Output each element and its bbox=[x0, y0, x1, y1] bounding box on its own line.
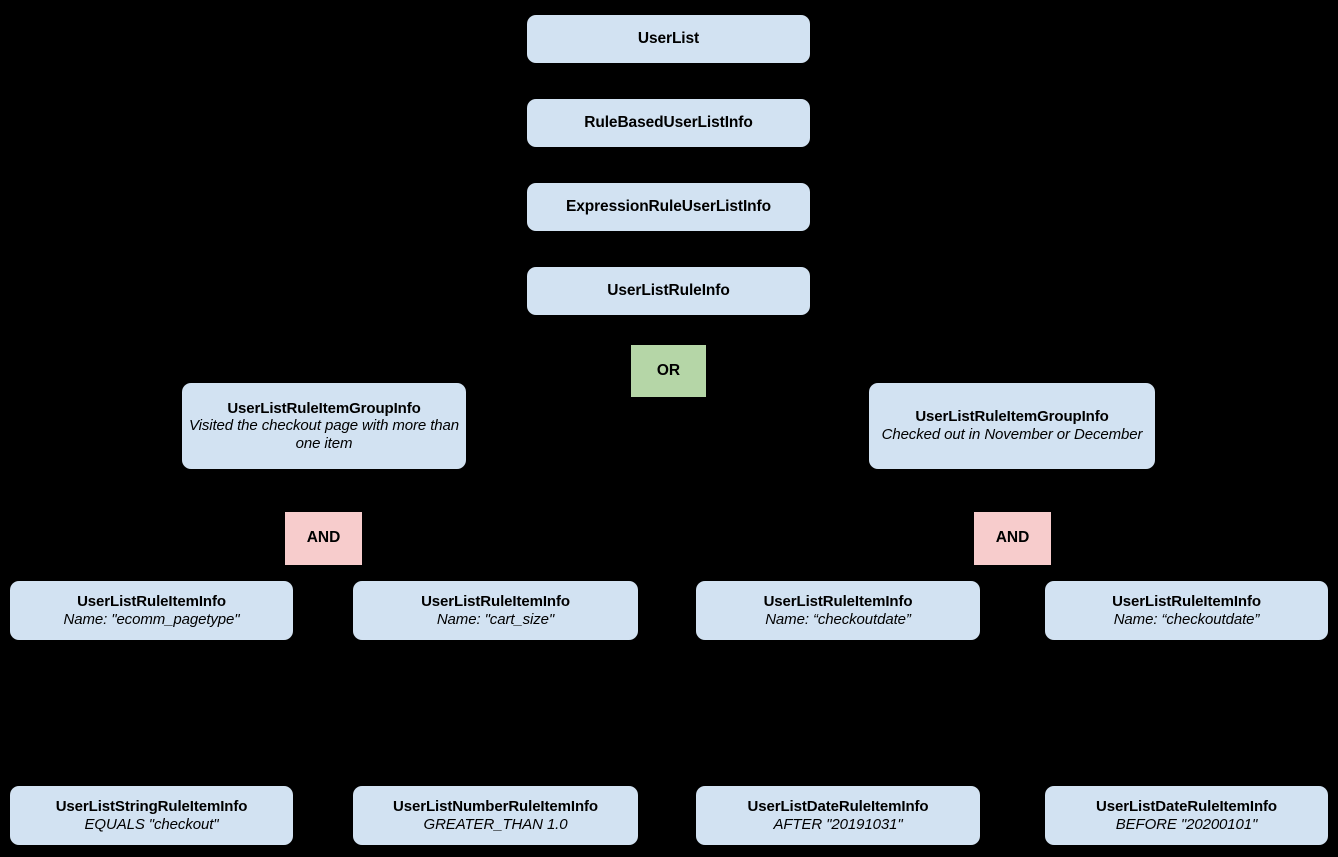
edge-item1-to-value1 bbox=[150, 640, 153, 786]
edge-root-to-level2 bbox=[667, 63, 670, 99]
node-rule-value-4[interactable]: UserListDateRuleItemInfo BEFORE "2020010… bbox=[1045, 786, 1328, 845]
node-group-left[interactable]: UserListRuleItemGroupInfo Visited the ch… bbox=[182, 383, 466, 469]
node-subtitle: EQUALS "checkout" bbox=[84, 815, 219, 833]
node-rulebaseduserlistinfo[interactable]: RuleBasedUserListInfo bbox=[527, 99, 810, 147]
node-rule-item-2[interactable]: UserListRuleItemInfo Name: "cart_size" bbox=[353, 581, 638, 640]
edge-group-right-to-and bbox=[1010, 469, 1013, 512]
edge-level4-to-or bbox=[667, 315, 670, 345]
edge-and-right-horizontal bbox=[837, 573, 1185, 576]
node-title: UserListRuleItemGroupInfo bbox=[227, 399, 421, 417]
node-title: UserListRuleItemInfo bbox=[77, 592, 226, 610]
node-and-right[interactable]: AND bbox=[974, 512, 1051, 565]
node-or-operator[interactable]: OR bbox=[631, 345, 706, 397]
node-subtitle: Visited the checkout page with more than… bbox=[188, 417, 460, 452]
node-group-right[interactable]: UserListRuleItemGroupInfo Checked out in… bbox=[869, 383, 1155, 469]
edge-and-left-horizontal bbox=[150, 573, 497, 576]
node-subtitle: GREATER_THAN 1.0 bbox=[423, 815, 568, 833]
node-rule-value-3[interactable]: UserListDateRuleItemInfo AFTER "20191031… bbox=[696, 786, 980, 845]
node-and-left[interactable]: AND bbox=[285, 512, 362, 565]
node-title: UserListStringRuleItemInfo bbox=[55, 797, 248, 815]
or-label: OR bbox=[656, 361, 681, 379]
edge-item2-to-value2 bbox=[494, 640, 497, 786]
node-rule-value-2[interactable]: UserListNumberRuleItemInfo GREATER_THAN … bbox=[353, 786, 638, 845]
edge-item3-to-value3 bbox=[837, 640, 840, 786]
node-title: ExpressionRuleUserListInfo bbox=[566, 197, 771, 215]
node-subtitle: Name: "cart_size" bbox=[436, 610, 555, 628]
node-title: UserListRuleItemInfo bbox=[1112, 592, 1261, 610]
node-rule-item-3[interactable]: UserListRuleItemInfo Name: “checkoutdate… bbox=[696, 581, 980, 640]
node-subtitle: AFTER "20191031" bbox=[773, 815, 903, 833]
node-title: UserListRuleInfo bbox=[607, 281, 730, 299]
node-rule-item-1[interactable]: UserListRuleItemInfo Name: "ecomm_pagety… bbox=[10, 581, 293, 640]
edge-and-left-trunk bbox=[322, 565, 325, 575]
node-subtitle: Name: “checkoutdate” bbox=[765, 610, 911, 628]
node-title: UserListDateRuleItemInfo bbox=[1096, 797, 1277, 815]
edge-level2-to-level3 bbox=[667, 147, 670, 183]
and-label: AND bbox=[306, 529, 341, 547]
edge-group-left-to-and bbox=[322, 469, 325, 512]
node-rule-item-4[interactable]: UserListRuleItemInfo Name: “checkoutdate… bbox=[1045, 581, 1328, 640]
node-rule-value-1[interactable]: UserListStringRuleItemInfo EQUALS "check… bbox=[10, 786, 293, 845]
node-title: UserListNumberRuleItemInfo bbox=[393, 797, 598, 815]
node-title: UserList bbox=[637, 29, 700, 47]
node-title: UserListRuleItemInfo bbox=[763, 592, 913, 610]
node-title: RuleBasedUserListInfo bbox=[584, 113, 753, 131]
node-subtitle: Checked out in November or December bbox=[881, 426, 1143, 444]
and-label: AND bbox=[995, 529, 1030, 547]
node-subtitle: Name: "ecomm_pagetype" bbox=[63, 610, 240, 628]
node-userlist[interactable]: UserList bbox=[527, 15, 810, 63]
node-title: UserListRuleItemGroupInfo bbox=[915, 408, 1109, 426]
node-title: UserListDateRuleItemInfo bbox=[747, 797, 929, 815]
edge-item4-to-value4 bbox=[1184, 640, 1187, 786]
node-expressionruleuserlistinfo[interactable]: ExpressionRuleUserListInfo bbox=[527, 183, 810, 231]
edge-level3-to-level4 bbox=[667, 231, 670, 267]
node-title: UserListRuleItemInfo bbox=[421, 592, 570, 610]
node-userlistruleinfo[interactable]: UserListRuleInfo bbox=[527, 267, 810, 315]
edge-and-right-trunk bbox=[1010, 565, 1013, 575]
node-subtitle: Name: “checkoutdate” bbox=[1113, 610, 1260, 628]
node-subtitle: BEFORE "20200101" bbox=[1115, 815, 1258, 833]
